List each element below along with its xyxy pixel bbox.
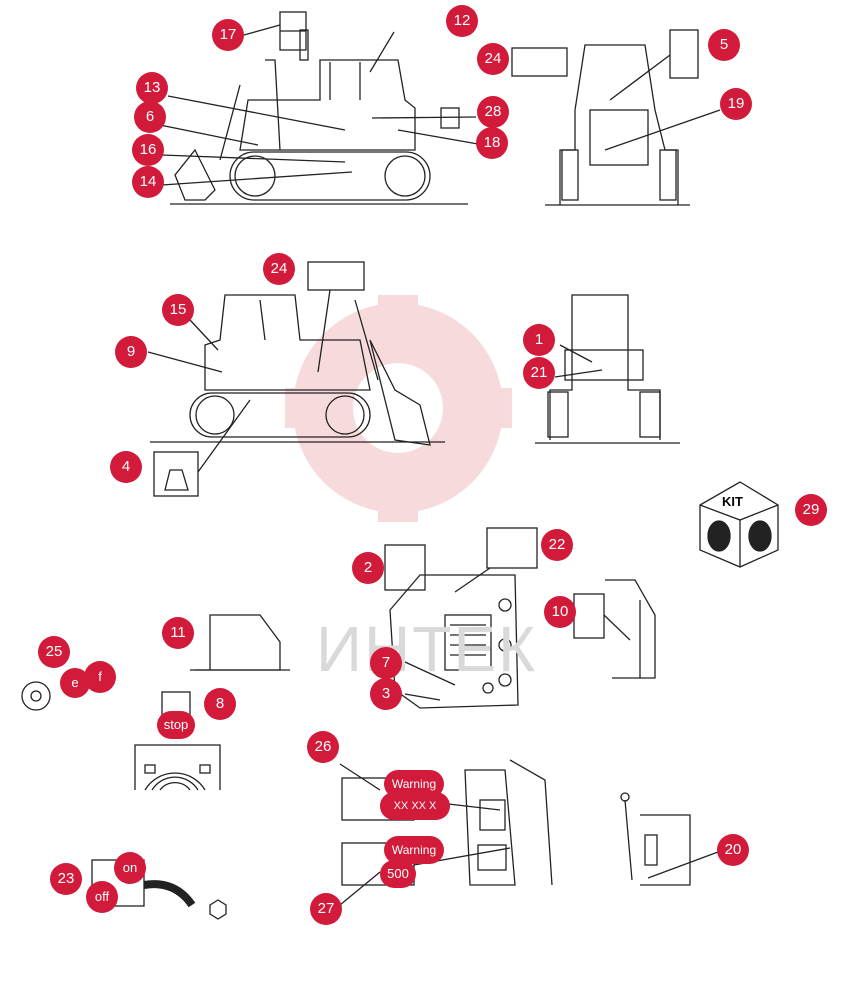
callout-24-middle[interactable]: 24 [263,253,295,285]
lever-detail [620,792,691,886]
decal-5-box [669,29,699,79]
callout-15[interactable]: 15 [162,294,194,326]
decal-22-box [486,527,538,569]
callout-13[interactable]: 13 [136,72,168,104]
callout-11[interactable]: 11 [162,617,194,649]
kit-cube-icon [699,481,779,568]
nut-icon [209,899,227,920]
callout-14[interactable]: 14 [132,166,164,198]
callout-27[interactable]: 27 [310,893,342,925]
tag-f[interactable]: f [84,661,116,693]
callout-16[interactable]: 16 [132,134,164,166]
tag-off[interactable]: off [86,881,118,913]
bulldozer-side-view-2 [150,294,445,446]
engine-compartment-drawing [464,759,553,886]
callout-17[interactable]: 17 [212,19,244,51]
callout-28[interactable]: 28 [477,96,509,128]
kit-label: KIT [722,494,743,509]
radiator-detail [134,744,221,791]
callout-22[interactable]: 22 [541,529,573,561]
callout-25[interactable]: 25 [38,636,70,668]
callout-18[interactable]: 18 [476,127,508,159]
callout-20[interactable]: 20 [717,834,749,866]
callout-7[interactable]: 7 [370,647,402,679]
decal-24-top [511,47,568,77]
callout-19[interactable]: 19 [720,88,752,120]
callout-2[interactable]: 2 [352,552,384,584]
decal-24-middle [307,261,365,291]
decal-2-box [384,544,426,591]
tag-warning-27[interactable]: Warning [384,836,444,864]
callout-8[interactable]: 8 [204,688,236,720]
door-drawing [605,579,656,679]
hose-icon [143,880,196,908]
bulldozer-side-view-1 [170,29,468,205]
decal-28-box [440,107,460,129]
callout-26[interactable]: 26 [307,731,339,763]
callout-1[interactable]: 1 [523,324,555,356]
tag-stop[interactable]: stop [157,711,195,739]
callout-9[interactable]: 9 [115,336,147,368]
callout-29[interactable]: 29 [795,494,827,526]
callout-3[interactable]: 3 [370,678,402,710]
watermark-text: ИНТЕК [316,613,538,685]
cab-detail-11 [190,614,290,671]
tag-500[interactable]: 500 [380,860,416,888]
decal-10-box [573,593,605,639]
callout-10[interactable]: 10 [544,596,576,628]
gear-watermark-icon [285,295,512,522]
disc-icon [21,681,51,711]
callout-5[interactable]: 5 [708,29,740,61]
callout-12[interactable]: 12 [446,5,478,37]
callout-24-top[interactable]: 24 [477,43,509,75]
warning-decal-27 [341,842,415,886]
bulldozer-front-view-1 [545,44,690,206]
tag-on[interactable]: on [114,852,146,884]
tag-xx-26[interactable]: XX XX X [380,792,450,820]
callout-4[interactable]: 4 [110,451,142,483]
bulldozer-rear-view [535,294,680,444]
callout-21[interactable]: 21 [523,357,555,389]
callout-23[interactable]: 23 [50,863,82,895]
decal-4-box [153,451,199,497]
callout-6[interactable]: 6 [134,101,166,133]
